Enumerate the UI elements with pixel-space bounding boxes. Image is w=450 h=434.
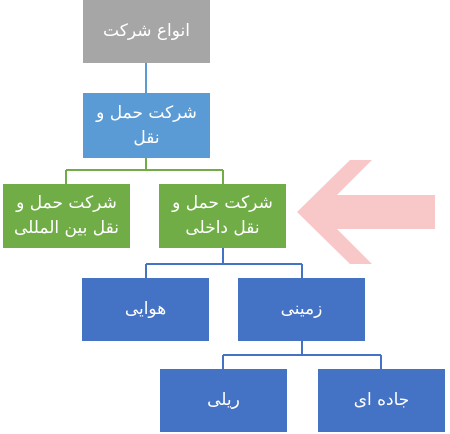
node-road: جاده ای	[318, 369, 445, 432]
node-air: هوایی	[82, 278, 209, 341]
node-root-label: انواع شرکت	[103, 21, 190, 41]
node-road-label: جاده ای	[353, 390, 410, 410]
node-rail-label: ریلی	[207, 390, 240, 410]
node-international-label: شرکت حمل و نقل بین المللی	[14, 193, 119, 238]
node-international: شرکت حمل و نقل بین المللی	[3, 184, 130, 248]
node-domestic-label: شرکت حمل و نقل داخلی	[172, 193, 273, 238]
node-domestic: شرکت حمل و نقل داخلی	[159, 184, 286, 248]
node-ground-label: زمینی	[280, 299, 323, 319]
node-air-label: هوایی	[124, 299, 167, 319]
node-rail: ریلی	[160, 369, 287, 432]
node-transport-company: شرکت حمل و نقل	[83, 93, 210, 158]
node-ground: زمینی	[238, 278, 365, 341]
node-transport-company-label: شرکت حمل و نقل	[96, 102, 197, 148]
node-root: انواع شرکت	[83, 0, 210, 63]
